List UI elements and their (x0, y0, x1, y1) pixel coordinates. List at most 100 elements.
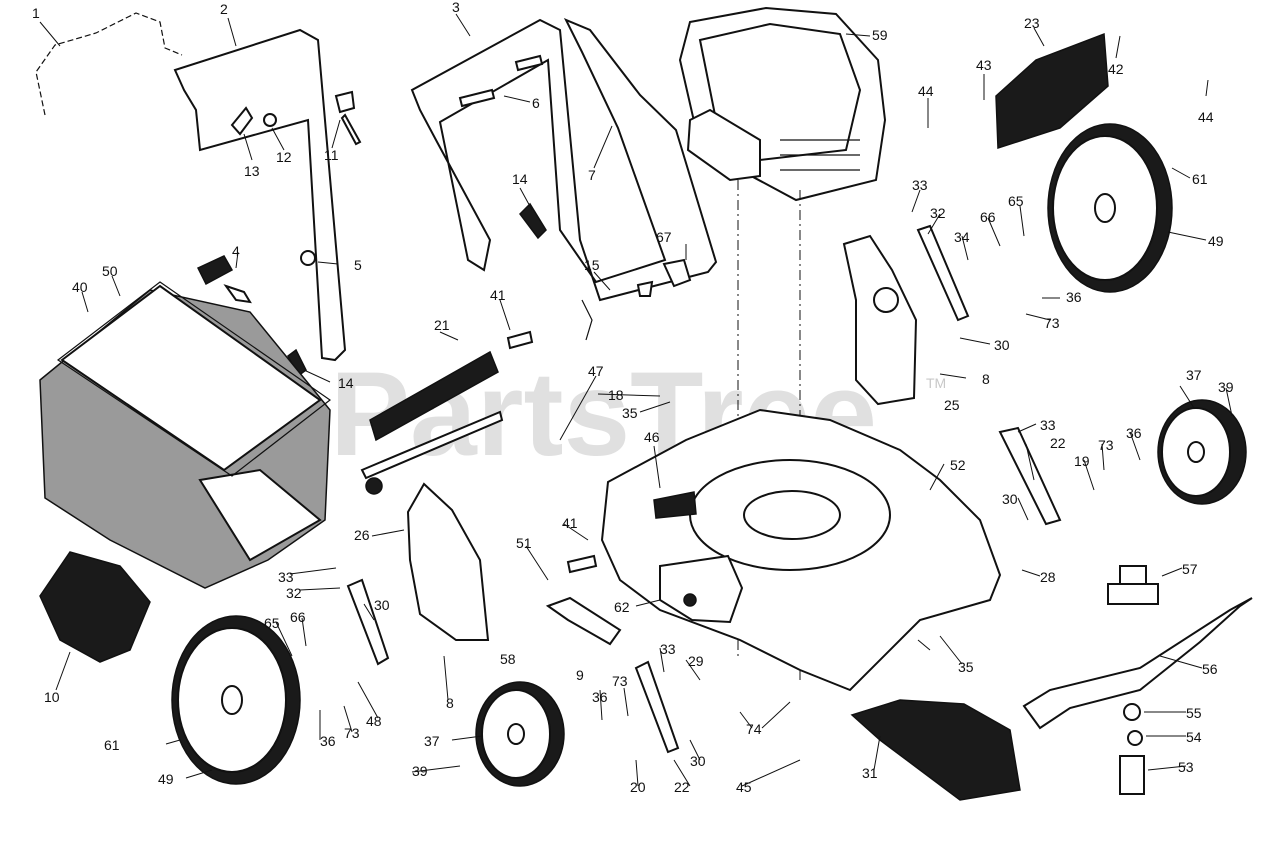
callout-67: 67 (656, 229, 672, 245)
callout-55: 55 (1186, 705, 1202, 721)
callout-58: 58 (500, 651, 516, 667)
callout-66-b: 66 (290, 609, 306, 625)
part-32-lever-rear (916, 224, 970, 322)
part-22-lever-right (998, 426, 1062, 526)
callout-3: 3 (452, 0, 460, 15)
callout-29: 29 (688, 653, 704, 669)
callout-37-b: 37 (424, 733, 440, 749)
leader-lines (39, 13, 1233, 787)
callout-44-b: 44 (1198, 109, 1214, 125)
part-32-lever-left (346, 578, 390, 666)
part-55-54-53-blade-bolt (1119, 703, 1145, 795)
callout-39-a: 39 (1218, 379, 1234, 395)
callout-73-b: 73 (1098, 437, 1114, 453)
callout-57: 57 (1182, 561, 1198, 577)
callout-52: 52 (950, 457, 966, 473)
callout-13: 13 (244, 163, 260, 179)
callout-6: 6 (532, 95, 540, 111)
callout-39-b: 39 (412, 763, 428, 779)
part-49-wheel-rear-left (171, 615, 301, 785)
callout-73-d: 73 (344, 725, 360, 741)
part-13-12-11-handle-hardware (230, 90, 362, 146)
callout-35-b: 35 (958, 659, 974, 675)
part-23-rear-deflector (995, 32, 1109, 150)
part-52-deck (600, 408, 1002, 692)
callout-65-b: 65 (264, 615, 280, 631)
callout-21: 21 (434, 317, 450, 333)
part-31-chute (850, 699, 1021, 801)
part-49-wheel-rear-right (1047, 123, 1173, 293)
callout-41-b: 41 (562, 515, 578, 531)
callout-47: 47 (588, 363, 604, 379)
callout-15: 15 (584, 257, 600, 273)
callout-33-a: 33 (912, 177, 928, 193)
callout-51: 51 (516, 535, 532, 551)
callout-41-a: 41 (490, 287, 506, 303)
part-59-engine (678, 6, 887, 202)
callout-31: 31 (862, 765, 878, 781)
callout-74: 74 (746, 721, 762, 737)
part-9-front-axle (545, 596, 622, 646)
callout-36-c: 36 (592, 689, 608, 705)
callout-10: 10 (44, 689, 60, 705)
part-37-wheel-front-right (1157, 399, 1247, 505)
part-57-adapter (1107, 565, 1159, 605)
callout-33-c: 33 (278, 569, 294, 585)
callout-56: 56 (1202, 661, 1218, 677)
callout-14-a: 14 (512, 171, 528, 187)
callout-66-a: 66 (980, 209, 996, 225)
callout-45: 45 (736, 779, 752, 795)
callout-49-a: 49 (1208, 233, 1224, 249)
part-50-bag-frame (56, 281, 332, 477)
callout-18: 18 (608, 387, 624, 403)
part-26-height-adjuster (406, 482, 490, 641)
part-21-rear-door (360, 350, 504, 495)
callout-20: 20 (630, 779, 646, 795)
callout-11: 11 (324, 147, 339, 163)
part-25-height-adjuster (842, 234, 918, 406)
callout-30-b: 30 (1002, 491, 1018, 507)
callout-1: 1 (32, 5, 40, 21)
callout-73-a: 73 (1044, 315, 1060, 331)
part-22-lever-front (634, 660, 680, 754)
callout-labels: 1 2 3 59 23 42 44 43 44 13 12 11 6 7 14 … (32, 0, 1234, 795)
part-5-nut (300, 250, 316, 266)
callout-5: 5 (354, 257, 362, 273)
callout-30-a: 30 (994, 337, 1010, 353)
callout-23: 23 (1024, 15, 1040, 31)
callout-33-d: 33 (660, 641, 676, 657)
part-40-grass-bag (39, 284, 331, 589)
callout-26: 26 (354, 527, 370, 543)
part-10-mulch-plug (39, 551, 151, 663)
part-4-knob (196, 255, 252, 304)
part-41-bolts (506, 330, 598, 574)
callout-40: 40 (72, 279, 88, 295)
callout-8-b: 8 (446, 695, 454, 711)
callout-28: 28 (1040, 569, 1056, 585)
callout-65-a: 65 (1008, 193, 1024, 209)
callout-32-b: 32 (286, 585, 302, 601)
callout-8-a: 8 (982, 371, 990, 387)
part-6-bolts (458, 54, 544, 108)
callout-36-b: 36 (1126, 425, 1142, 441)
callout-2: 2 (220, 1, 228, 17)
callout-54: 54 (1186, 729, 1202, 745)
callout-37-a: 37 (1186, 367, 1202, 383)
part-56-blade (1022, 597, 1253, 730)
callout-12: 12 (276, 149, 292, 165)
part-37-wheel-front-left (475, 681, 565, 787)
callout-44-a: 44 (918, 83, 934, 99)
callout-46: 46 (644, 429, 660, 445)
callout-59: 59 (872, 27, 888, 43)
callout-32-a: 32 (930, 205, 946, 221)
callout-9: 9 (576, 667, 584, 683)
callout-22-a: 22 (1050, 435, 1066, 451)
callout-42: 42 (1108, 61, 1124, 77)
callout-36-a: 36 (1066, 289, 1082, 305)
part-2-upper-handle (173, 28, 347, 362)
callout-48: 48 (366, 713, 382, 729)
callout-61-a: 61 (1192, 171, 1208, 187)
callout-14-b: 14 (338, 375, 354, 391)
callout-53: 53 (1178, 759, 1194, 775)
callout-30-d: 30 (690, 753, 706, 769)
